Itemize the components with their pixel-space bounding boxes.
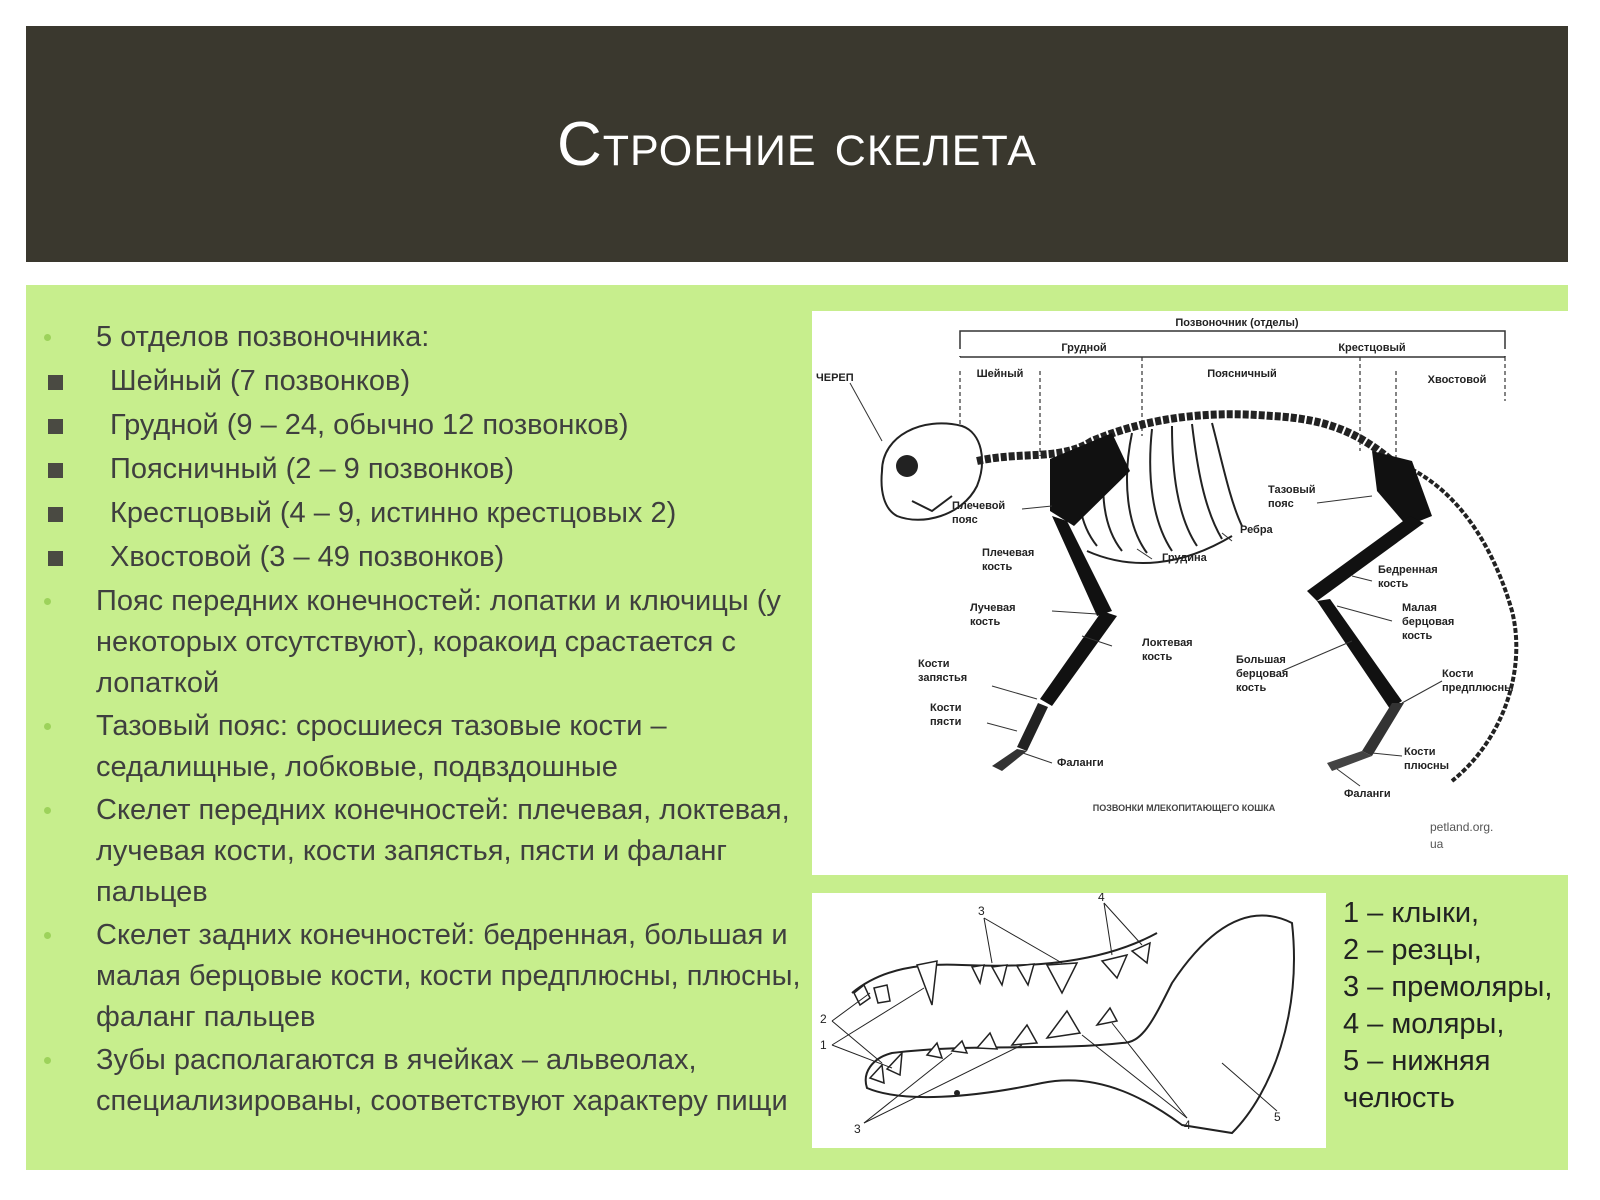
legend-item: 5 – нижняя (1343, 1045, 1491, 1077)
label-ulna-1: Локтевая (1142, 637, 1193, 649)
bullet-list: 5 отделов позвоночника:Шейный (7 позвонк… (40, 315, 830, 1122)
label-humerus-2: кость (982, 561, 1012, 573)
source-line-1: petland.org. (1430, 820, 1493, 834)
skull-shape (880, 422, 983, 521)
label-fibula-3: кость (1402, 630, 1432, 642)
label-tarsus-2: предплюсны (1442, 682, 1514, 694)
label-shoulder-2: пояс (952, 514, 978, 526)
legend-item: челюсть (1343, 1082, 1455, 1114)
label-radius-2: кость (970, 616, 1000, 628)
label-humerus-1: Плечевая (982, 547, 1034, 559)
jaw-figure: 1 2 3 3 4 4 5 (812, 890, 1326, 1148)
lower-jaw-shape (864, 914, 1295, 1135)
skeleton-caption: ПОЗВОНКИ МЛЕКОПИТАЮЩЕГО КОШКА (1093, 803, 1276, 813)
jaw-number-5: 5 (1274, 1110, 1281, 1124)
label-skull: ЧЕРЕП (816, 372, 854, 384)
label-pelvis-1: Тазовый (1268, 484, 1316, 496)
upper-teeth-shape (853, 941, 1151, 1007)
label-ribs: Ребра (1240, 524, 1274, 536)
sub-bullet-item: Грудной (9 – 24, обычно 12 позвонков) (40, 405, 830, 446)
pelvis-shape (1372, 451, 1432, 526)
jaw-number-4-bottom: 4 (1184, 1118, 1191, 1132)
upper-jaw-shape (851, 932, 1158, 994)
label-radius-1: Лучевая (970, 602, 1016, 614)
label-tibia-3: кость (1236, 682, 1266, 694)
label-tibia-1: Большая (1236, 654, 1286, 666)
foramen-dot (954, 1090, 960, 1096)
sub-bullet-item: Шейный (7 позвонков) (40, 361, 830, 402)
jaw-number-4-top: 4 (1098, 893, 1105, 904)
sub-bullet-item: Крестцовый (4 – 9, истинно крестцовых 2) (40, 493, 830, 534)
sub-bullet-item: Хвостовой (3 – 49 позвонков) (40, 537, 830, 578)
label-carpus-1: Кости (918, 658, 950, 670)
bullet-item: Тазовый пояс: сросшиеся тазовые кости – … (40, 706, 830, 788)
label-carpus-2: запястья (918, 672, 967, 684)
label-metacarpus-2: пясти (930, 716, 961, 728)
label-cervical: Шейный (977, 368, 1024, 380)
label-pelvis-2: пояс (1268, 498, 1294, 510)
cat-skeleton-drawing: Позвоночник (отделы) Грудной Крестцовый … (816, 317, 1519, 851)
spine-shape (976, 410, 1395, 465)
jaw-number-3-top: 3 (978, 904, 985, 918)
label-tarsus-1: Кости (1442, 668, 1474, 680)
legend-item: 1 – клыки, (1343, 897, 1480, 929)
legend-item: 2 – резцы, (1343, 934, 1482, 966)
spine-brackets (959, 330, 1506, 358)
spine-header: Позвоночник (отделы) (1175, 317, 1299, 329)
label-metatarsus-1: Кости (1404, 746, 1436, 758)
jaw-leader-lines (831, 902, 1278, 1124)
bullet-item: Зубы располагаются в ячейках – альвеолах… (40, 1040, 830, 1122)
jaw-numbers: 1 2 3 3 4 4 5 (820, 890, 1281, 1136)
legend-item: 4 – моляры, (1343, 1008, 1505, 1040)
jaw-number-3-bottom: 3 (854, 1122, 861, 1136)
teeth-legend: 1 – клыки, 2 – резцы, 3 – премоляры, 4 – мо… (1343, 895, 1552, 1117)
label-lumbar: Поясничный (1207, 368, 1277, 380)
label-shoulder-1: Плечевой (952, 500, 1005, 512)
label-metacarpus-1: Кости (930, 702, 962, 714)
label-ulna-2: кость (1142, 651, 1172, 663)
label-caudal: Хвостовой (1428, 374, 1487, 386)
label-phalanges-front: Фаланги (1057, 757, 1104, 769)
label-metatarsus-2: плюсны (1404, 760, 1449, 772)
tail-shape (1391, 459, 1519, 783)
scapula-shape (1050, 433, 1130, 526)
bullet-item: Скелет передних конечностей: плечевая, л… (40, 790, 830, 913)
lower-teeth-shape (868, 1006, 1119, 1085)
leader-lines (849, 382, 1443, 787)
hind-leg-shape (1307, 516, 1424, 771)
bullet-item: Пояс передних конечностей: лопатки и клю… (40, 581, 830, 704)
slide-title: Строение скелета (557, 109, 1037, 179)
cat-skeleton-figure: Позвоночник (отделы) Грудной Крестцовый … (812, 311, 1568, 875)
jaw-number-2: 2 (820, 1012, 827, 1026)
label-tibia-2: берцовая (1236, 668, 1288, 680)
front-leg-shape (992, 516, 1117, 771)
label-thoracic: Грудной (1061, 342, 1106, 354)
jaw-number-1: 1 (820, 1038, 827, 1052)
label-sternum: Грудина (1162, 552, 1208, 564)
label-sacral: Крестцовый (1338, 342, 1405, 354)
label-fibula-1: Малая (1402, 602, 1437, 614)
label-fibula-2: берцовая (1402, 616, 1454, 628)
bullet-item: Скелет задних конечностей: бедренная, бо… (40, 915, 830, 1038)
bullet-item: 5 отделов позвоночника: (40, 317, 830, 358)
label-femur-1: Бедренная (1378, 564, 1438, 576)
title-bar: Строение скелета (26, 26, 1568, 262)
source-line-2: ua (1430, 837, 1444, 851)
legend-item: 3 – премоляры, (1343, 971, 1553, 1003)
sub-bullet-item: Поясничный (2 – 9 позвонков) (40, 449, 830, 490)
jaw-drawing: 1 2 3 3 4 4 5 (820, 890, 1295, 1136)
label-femur-2: кость (1378, 578, 1408, 590)
label-phalanges-hind: Фаланги (1344, 788, 1391, 800)
